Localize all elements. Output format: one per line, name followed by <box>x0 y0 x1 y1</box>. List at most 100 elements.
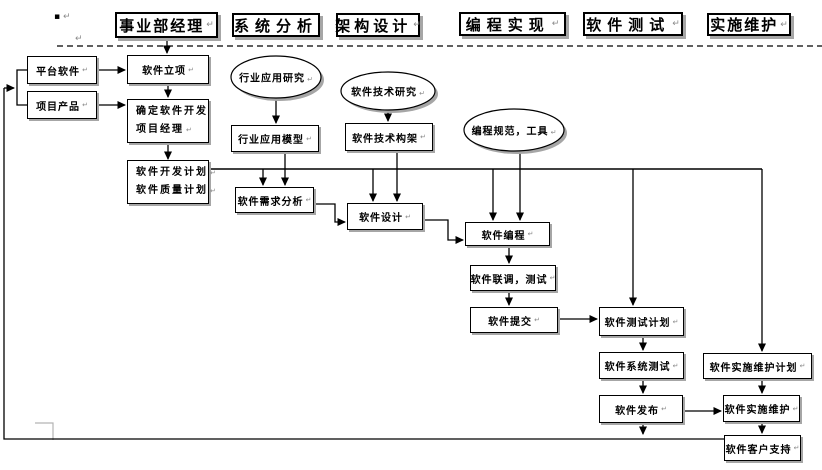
node-label-line: 软件质量计划↵ <box>136 182 216 200</box>
industry-research-ellipse <box>230 55 322 99</box>
pilcrow-glyph: ↵ <box>75 34 83 44</box>
node-label: 软件编程 <box>481 230 526 242</box>
return-mark: ↵ <box>419 89 425 98</box>
return-mark: ↵ <box>793 444 800 452</box>
lane-header-implementation-maintenance: 实施维护↵ <box>707 13 791 36</box>
node-label: 软件技术构架 <box>352 133 419 145</box>
node-software-release: 软件发布↵ <box>599 395 683 423</box>
return-mark: ↵ <box>527 230 534 238</box>
node-maintenance: 软件实施维护↵ <box>723 395 800 422</box>
return-mark: ↵ <box>672 19 680 29</box>
node-label: 软件设计 <box>359 213 404 224</box>
node-label: 行业应用研究 <box>239 73 306 85</box>
lane-header-label: 实施维护 <box>710 16 779 34</box>
lane-header-software-testing: 软件测试↵ <box>583 12 683 36</box>
return-mark: ↵ <box>210 187 216 195</box>
node-label: 软件实施维护计划 <box>709 362 798 374</box>
flow-arrows <box>97 38 766 435</box>
return-mark: ↵ <box>420 133 426 141</box>
node-assign-project-manager: 确定软件开发 项目经理↵ <box>127 99 209 143</box>
node-software-design: 软件设计↵ <box>347 203 423 230</box>
return-mark: ↵ <box>206 20 214 30</box>
return-mark: ↵ <box>549 274 556 282</box>
return-mark: ↵ <box>799 362 806 370</box>
node-industry-research: 行业应用研究↵ <box>239 70 313 85</box>
node-label: 项目产品 <box>36 101 81 113</box>
arrow-requirements-to-design <box>314 203 346 226</box>
node-label: 软件实施维护 <box>724 405 791 416</box>
node-label-line: 项目经理↵ <box>136 121 192 139</box>
node-tech-architecture: 软件技术构架↵ <box>345 123 433 151</box>
gray-elbow-artifact <box>35 422 54 440</box>
node-label: 编程规范，工具 <box>471 126 549 138</box>
return-mark: ↵ <box>672 361 679 370</box>
return-mark: ↵ <box>534 316 540 324</box>
return-mark: ↵ <box>82 101 88 109</box>
node-label: 软件需求分析 <box>237 196 304 208</box>
node-system-test: 软件系统测试↵ <box>599 352 684 379</box>
node-software-coding: 软件编程↵ <box>465 222 550 246</box>
arrow-design-to-coding <box>423 219 464 244</box>
return-mark: ↵ <box>792 404 799 413</box>
node-label: 软件质量计划 <box>136 185 208 196</box>
node-label: 行业应用模型 <box>238 135 305 146</box>
node-maintenance-plan: 软件实施维护计划↵ <box>703 353 812 379</box>
node-label: 确定软件开发 <box>136 106 208 117</box>
return-mark: ↵ <box>405 212 411 221</box>
return-mark: ↵ <box>306 134 312 143</box>
pilcrow-glyph: ↵ <box>62 12 71 22</box>
node-label: 项目经理 <box>136 124 184 135</box>
return-mark: ↵ <box>82 66 88 74</box>
node-development-quality-plans: 软件开发计划↵ 软件质量计划↵ <box>127 160 216 204</box>
ellipse-shapes <box>230 55 567 154</box>
return-mark: ↵ <box>188 65 194 74</box>
node-project-initiation: 软件立项↵ <box>127 55 209 84</box>
return-mark: ↵ <box>186 126 192 134</box>
return-mark: ↵ <box>550 128 557 137</box>
node-label: 软件联调，测试 <box>470 274 548 286</box>
return-mark: ↵ <box>780 19 788 30</box>
node-customer-support: 软件客户支持↵ <box>724 435 801 461</box>
lane-header-label: 事业部经理 <box>119 16 205 35</box>
node-coding-standards: 编程规范，工具↵ <box>472 123 557 138</box>
return-mark: ↵ <box>661 405 667 413</box>
node-test-plan: 软件测试计划↵ <box>599 307 684 336</box>
node-label: 软件测试计划 <box>604 318 671 329</box>
return-mark: ↵ <box>672 317 679 326</box>
lane-header-label: 系统分析 <box>234 16 319 35</box>
return-mark: ↵ <box>307 75 313 84</box>
node-industry-model: 行业应用模型↵ <box>231 125 319 152</box>
node-project-product: 项目产品↵ <box>27 91 97 119</box>
node-label: 软件系统测试 <box>604 362 671 373</box>
coding-standards-ellipse <box>463 108 565 152</box>
node-platform-software: 平台软件↵ <box>27 56 97 84</box>
lane-header-architecture-design: 架构设计↵ <box>335 13 421 37</box>
pilcrow-paragraph-mark: ↵ <box>75 34 83 44</box>
return-mark: ↵ <box>413 20 421 30</box>
node-label: 软件提交 <box>488 316 533 328</box>
node-tech-research: 软件技术研究↵ <box>351 84 425 99</box>
node-label: 软件立项 <box>142 66 187 77</box>
lane-header-coding: 编程实现↵ <box>459 12 566 36</box>
feedback-loop-line <box>3 88 724 440</box>
lane-header-label: 编程实现 <box>465 15 550 34</box>
lane-header-label: 架构设计 <box>335 16 412 35</box>
node-label: 软件发布 <box>615 405 660 417</box>
return-mark: ↵ <box>305 196 312 204</box>
input-bracket-line <box>16 69 27 106</box>
node-software-submit: 软件提交↵ <box>470 307 558 333</box>
lane-header-division-manager: 事业部经理↵ <box>115 12 218 38</box>
node-label: 软件开发计划 <box>136 167 208 178</box>
node-requirement-analysis: 软件需求分析↵ <box>235 187 314 213</box>
return-mark: ↵ <box>210 169 216 177</box>
node-label-line: 确定软件开发 <box>136 103 208 121</box>
node-label-line: 软件开发计划↵ <box>136 164 216 182</box>
lane-header-system-analysis: 系统分析 <box>232 13 320 37</box>
tech-research-ellipse <box>340 71 436 111</box>
return-mark: ↵ <box>551 19 560 29</box>
node-joint-debug-test: 软件联调，测试↵ <box>470 265 556 291</box>
lane-header-label: 软件测试 <box>586 15 671 34</box>
node-label: 软件技术研究 <box>351 87 418 99</box>
